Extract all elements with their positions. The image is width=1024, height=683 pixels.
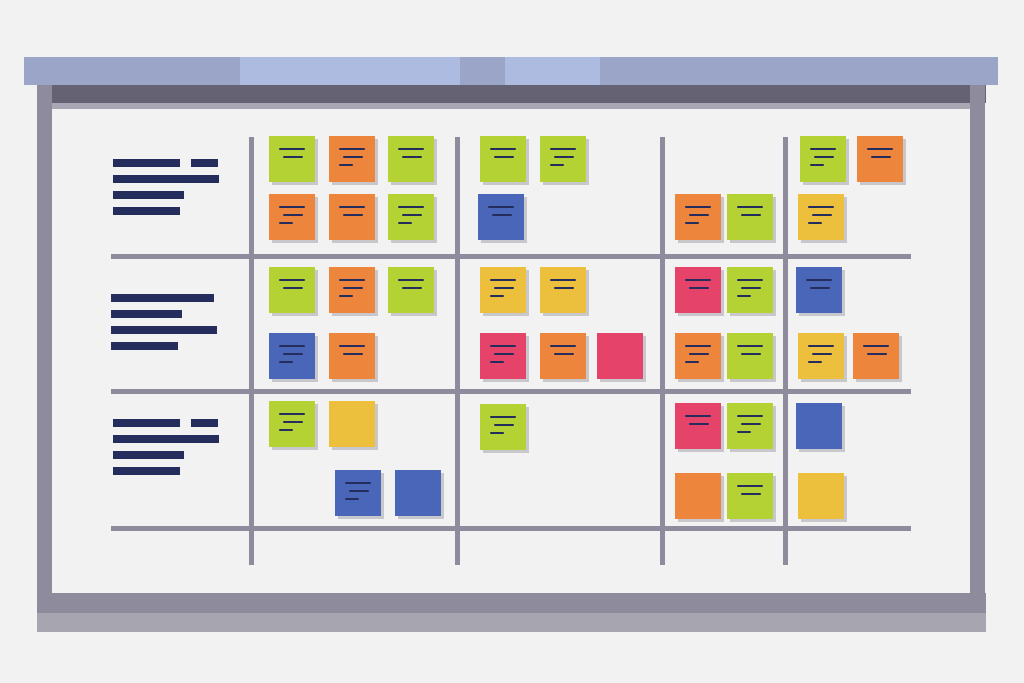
sticky-note-blue[interactable] [395,470,441,516]
sticky-note-yellow[interactable] [798,194,844,240]
row-label-line [111,342,178,350]
row-label-line [191,419,218,427]
frame-right [970,85,985,595]
sticky-note-blue[interactable] [478,194,524,240]
sticky-note-pink[interactable] [675,403,721,449]
sticky-note-orange[interactable] [540,333,586,379]
frame-left [37,85,52,595]
frame-bottom [37,593,986,613]
sticky-note-orange[interactable] [329,333,375,379]
sticky-note-green[interactable] [269,267,315,313]
sticky-note-orange[interactable] [675,333,721,379]
frame-tray [37,613,986,632]
row-label-line [113,175,219,183]
sticky-note-yellow[interactable] [329,401,375,447]
sticky-note-green[interactable] [388,194,434,240]
sticky-note-orange[interactable] [675,194,721,240]
rail-highlight [505,57,600,85]
sticky-note-yellow[interactable] [798,333,844,379]
sticky-note-orange[interactable] [329,136,375,182]
row-divider [111,254,911,259]
sticky-note-pink[interactable] [480,333,526,379]
row-divider [111,526,911,531]
sticky-note-green[interactable] [480,136,526,182]
sticky-note-orange[interactable] [329,267,375,313]
column-divider [660,137,665,565]
sticky-note-yellow[interactable] [798,473,844,519]
row-label-line [113,159,180,167]
sticky-note-blue[interactable] [796,267,842,313]
sticky-note-green[interactable] [269,401,315,447]
sticky-note-yellow[interactable] [540,267,586,313]
sticky-note-blue[interactable] [335,470,381,516]
row-label-line [113,207,180,215]
sticky-note-green[interactable] [388,136,434,182]
sticky-note-orange[interactable] [857,136,903,182]
sticky-note-green[interactable] [727,473,773,519]
row-label-line [111,294,214,302]
row-label-line [191,159,218,167]
column-divider [455,137,460,565]
sticky-note-green[interactable] [727,403,773,449]
row-label-line [113,467,180,475]
row-divider [111,389,911,394]
sticky-note-green[interactable] [727,194,773,240]
whiteboard-header-bar [37,85,986,103]
sticky-note-green[interactable] [540,136,586,182]
row-label-line [111,310,182,318]
row-label-line [113,435,219,443]
row-label-line [113,191,184,199]
rail-highlight [240,57,460,85]
sticky-note-blue[interactable] [269,333,315,379]
sticky-note-green[interactable] [269,136,315,182]
sticky-note-pink[interactable] [675,267,721,313]
sticky-note-yellow[interactable] [480,267,526,313]
column-divider [249,137,254,565]
row-label-line [111,326,217,334]
row-label-line [113,451,184,459]
sticky-note-orange[interactable] [853,333,899,379]
sticky-note-orange[interactable] [675,473,721,519]
sticky-note-green[interactable] [727,333,773,379]
sticky-note-blue[interactable] [796,403,842,449]
sticky-note-green[interactable] [800,136,846,182]
sticky-note-orange[interactable] [269,194,315,240]
sticky-note-green[interactable] [727,267,773,313]
row-label-line [113,419,180,427]
sticky-note-pink[interactable] [597,333,643,379]
sticky-note-orange[interactable] [329,194,375,240]
sticky-note-green[interactable] [388,267,434,313]
column-divider [783,137,788,565]
sticky-note-green[interactable] [480,404,526,450]
